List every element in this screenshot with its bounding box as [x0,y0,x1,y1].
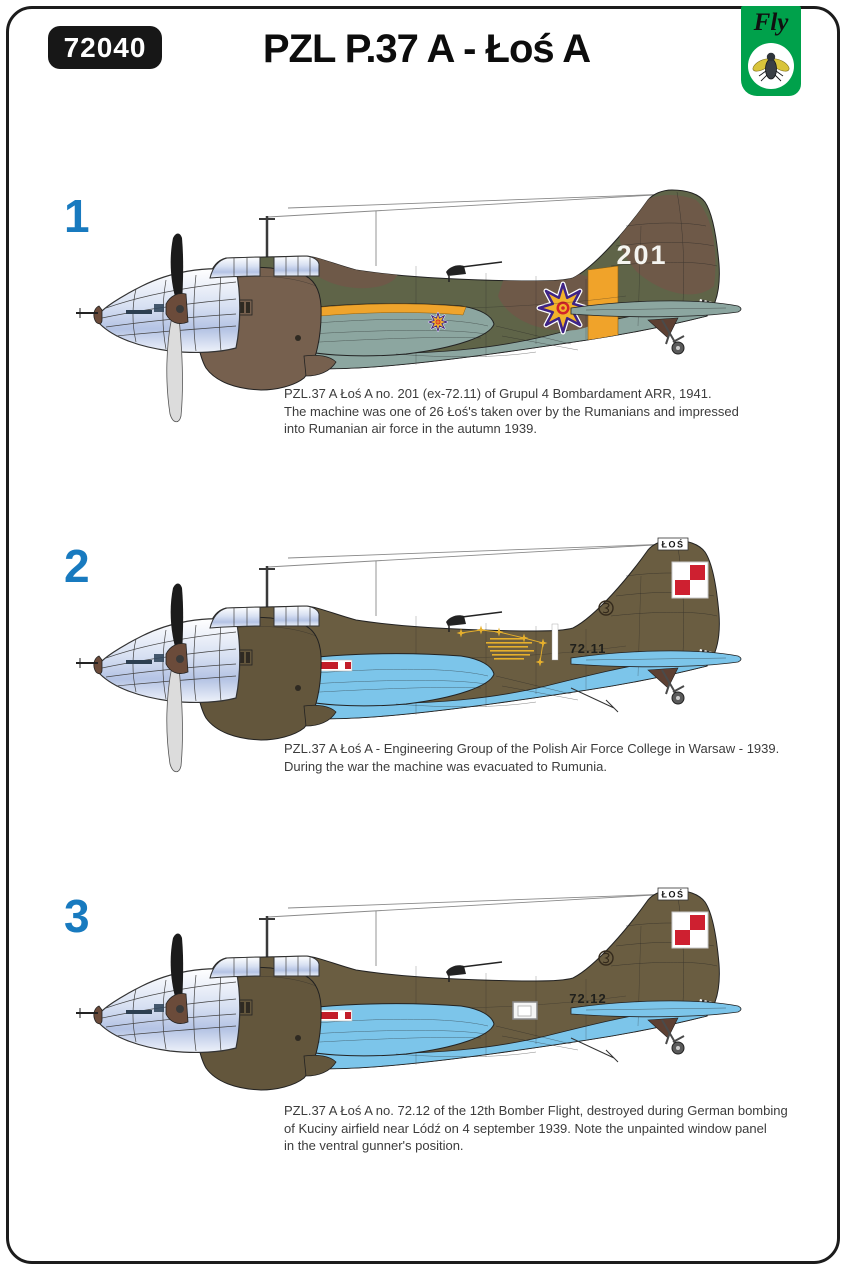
brand-name: Fly [753,9,789,36]
fly-insect-badge [748,43,794,89]
profile-2-number: 2 [64,540,90,592]
profile-1-tail-code: 201 [616,240,667,270]
profile-1-number: 1 [64,190,90,242]
aircraft-profile-2: ŁOŚ 72.11 [66,536,756,796]
page-title: PZL P.37 A - Łoś A [262,27,591,71]
fly-insect-icon [752,52,790,82]
brand-logo: Fly [741,6,801,96]
aircraft-profile-1: 201 [66,186,756,446]
kit-number-badge: 72040 [48,26,162,69]
profile-2-fin-label: ŁOŚ [661,539,684,550]
profile-3-fin-label: ŁOŚ [661,889,684,900]
profile-2-fuselage-code: 72.11 [570,641,607,656]
profile-3-fuselage-code: 72.12 [569,991,607,1006]
kit-number: 72040 [63,31,147,63]
aircraft-profile-3: ŁOŚ 72.12 [66,886,756,1146]
page-border-frame [6,6,840,1264]
profile-3-caption: PZL.37 A Łoś A no. 72.12 of the 12th Bom… [284,1103,788,1154]
profile-1-caption: PZL.37 A Łoś A no. 201 (ex-72.11) of Gru… [284,386,739,437]
profile-2-caption: PZL.37 A Łoś A - Engineering Group of th… [284,741,780,774]
profile-3-number: 3 [64,890,90,942]
